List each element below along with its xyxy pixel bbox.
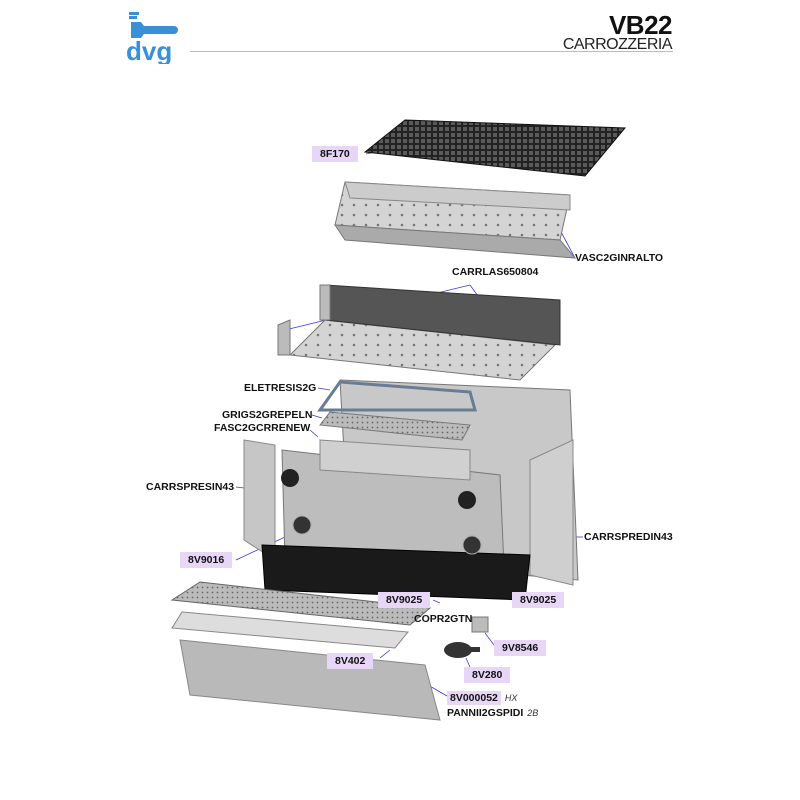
part-label-grid[interactable]: GRIGS2GREPELN — [222, 409, 313, 421]
part-label-valve-right[interactable]: 8V9025 — [512, 592, 565, 608]
top-tray — [288, 319, 557, 381]
bottom-panel — [179, 639, 441, 721]
part-label-valve-left[interactable]: 8V9025 — [378, 592, 431, 608]
grate-8f170 — [363, 119, 627, 177]
part-label-right-side[interactable]: CARRSPREDIN43 — [584, 531, 673, 543]
part-label-foot[interactable]: 9V8546 — [494, 640, 547, 656]
part-label-front-band[interactable]: FASC2GCRRENEW — [214, 422, 311, 434]
gauge-left — [292, 515, 312, 535]
right-side-panel — [529, 439, 574, 586]
panel-code-suffix: HX — [504, 693, 518, 703]
part-label-left-side[interactable]: CARRSPRESIN43 — [146, 481, 235, 493]
part-label-drip-tray[interactable]: VASC2GINRALTO — [575, 252, 664, 264]
panel-name: PANNII2GSPIDI — [447, 707, 524, 719]
part-label-8f170[interactable]: 8F170 — [312, 146, 358, 162]
panel-suffix: 2B — [527, 708, 539, 718]
part-label-gauge[interactable]: 8V9016 — [180, 552, 233, 568]
knob-left — [281, 469, 299, 487]
drip-grid — [170, 581, 432, 626]
part-label-cover[interactable]: COPR2GTN — [414, 613, 473, 625]
model-title: VB22 — [608, 10, 673, 40]
foot — [471, 616, 489, 633]
part-label-heater[interactable]: ELETRESIS2G — [244, 382, 317, 394]
header-divider — [190, 51, 673, 52]
part-label-tray-grid[interactable]: 8V402 — [327, 653, 374, 669]
part-label-top-tray[interactable]: CARRLAS650804 — [452, 266, 539, 278]
section-title: CARROZZERIA — [562, 36, 673, 53]
knob-right — [458, 491, 476, 509]
dvg-logo: dvg — [125, 12, 185, 69]
panel-code: 8V000052 — [447, 691, 501, 705]
grid-plate — [319, 411, 471, 441]
logo-text: dvg — [126, 36, 172, 64]
filter-holder — [444, 642, 472, 658]
part-label-filter-holder[interactable]: 8V280 — [464, 667, 511, 683]
left-side-panel — [243, 439, 276, 561]
gauge-right — [462, 535, 482, 555]
heater — [317, 380, 477, 412]
